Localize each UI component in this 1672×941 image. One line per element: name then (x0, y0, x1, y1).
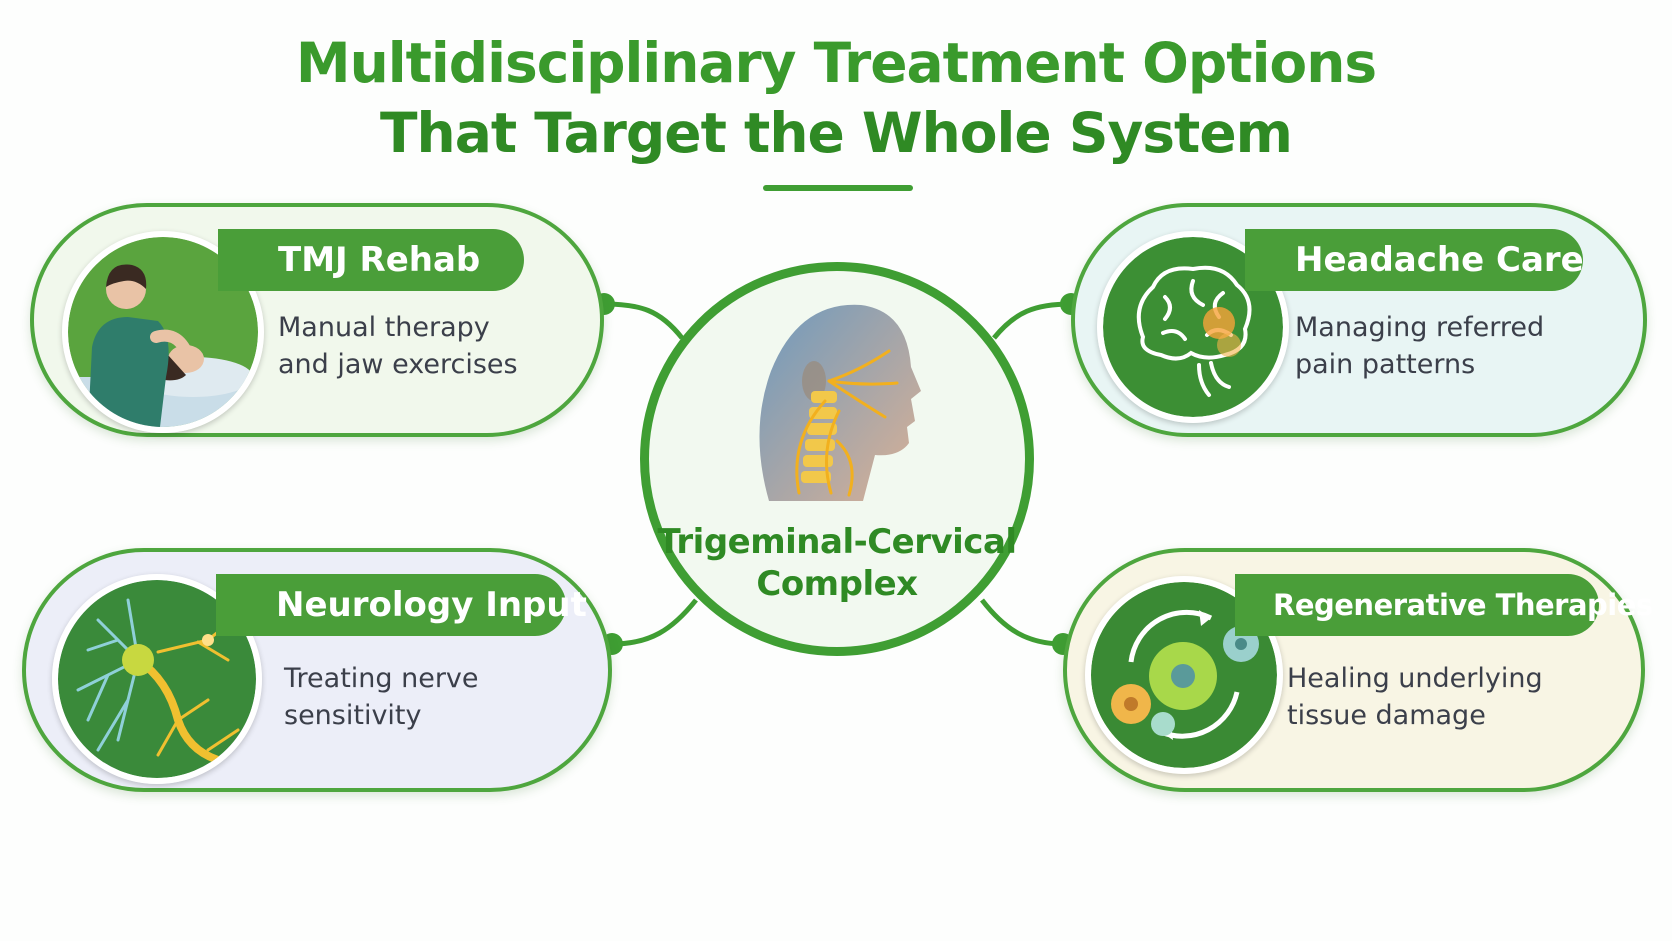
headache-desc-line-1: Managing referred (1295, 312, 1545, 343)
brain-illustration (1097, 231, 1289, 423)
title-line-1: Multidisciplinary Treatment Options (295, 31, 1377, 95)
trigeminal-nerves (795, 349, 899, 497)
brain-outline-icon (1136, 265, 1252, 397)
neurology-desc-line-2: sensitivity (284, 700, 422, 731)
cells-illustration (1085, 576, 1283, 774)
regenerative-description: Healing underlying tissue damage (1287, 660, 1543, 734)
headache-description: Managing referred pain patterns (1295, 309, 1544, 383)
neurology-title: Neurology Input (276, 585, 587, 625)
tmj-title: TMJ Rehab (278, 240, 481, 280)
card-tmj-rehab: TMJ Rehab Manual therapy and jaw exercis… (30, 203, 604, 437)
card-neurology-input: Neurology Input Treating nerve sensitivi… (22, 548, 612, 792)
headache-desc-line-2: pain patterns (1295, 349, 1476, 380)
head-neck-nerves-illustration (759, 304, 921, 501)
tmj-desc-line-1: Manual therapy (278, 312, 490, 343)
tmj-description: Manual therapy and jaw exercises (278, 309, 518, 383)
regenerative-desc-line-1: Healing underlying (1287, 663, 1543, 694)
regenerative-title-pill: Regenerative Therapies (1235, 574, 1653, 636)
title-underline (763, 185, 913, 191)
tmj-desc-line-2: and jaw exercises (278, 349, 518, 380)
headache-title-pill: Headache Care (1245, 229, 1584, 291)
page-title: Multidisciplinary Treatment Options That… (0, 28, 1672, 168)
card-headache-care: Headache Care Managing referred pain pat… (1071, 203, 1647, 437)
title-line-2: That Target the Whole System (380, 101, 1293, 165)
neurology-desc-line-1: Treating nerve (284, 663, 479, 694)
card-regenerative-therapies: Regenerative Therapies Healing underlyin… (1063, 548, 1653, 792)
headache-title: Headache Care (1295, 240, 1584, 280)
neurology-title-pill: Neurology Input (216, 574, 587, 636)
neurology-description: Treating nerve sensitivity (284, 660, 479, 734)
neuron-illustration (52, 574, 262, 784)
connector-neurology (611, 598, 698, 647)
regenerative-title: Regenerative Therapies (1273, 588, 1653, 622)
hub-label: Trigeminal-Cervical Complex (649, 521, 1025, 605)
hub-label-line-1: Trigeminal-Cervical (657, 522, 1017, 562)
hub-circle: Trigeminal-Cervical Complex (640, 262, 1034, 656)
tmj-title-pill: TMJ Rehab (218, 229, 524, 291)
hub-label-line-2: Complex (756, 564, 918, 604)
neuron-icon (76, 598, 140, 752)
regenerative-desc-line-2: tissue damage (1287, 700, 1486, 731)
